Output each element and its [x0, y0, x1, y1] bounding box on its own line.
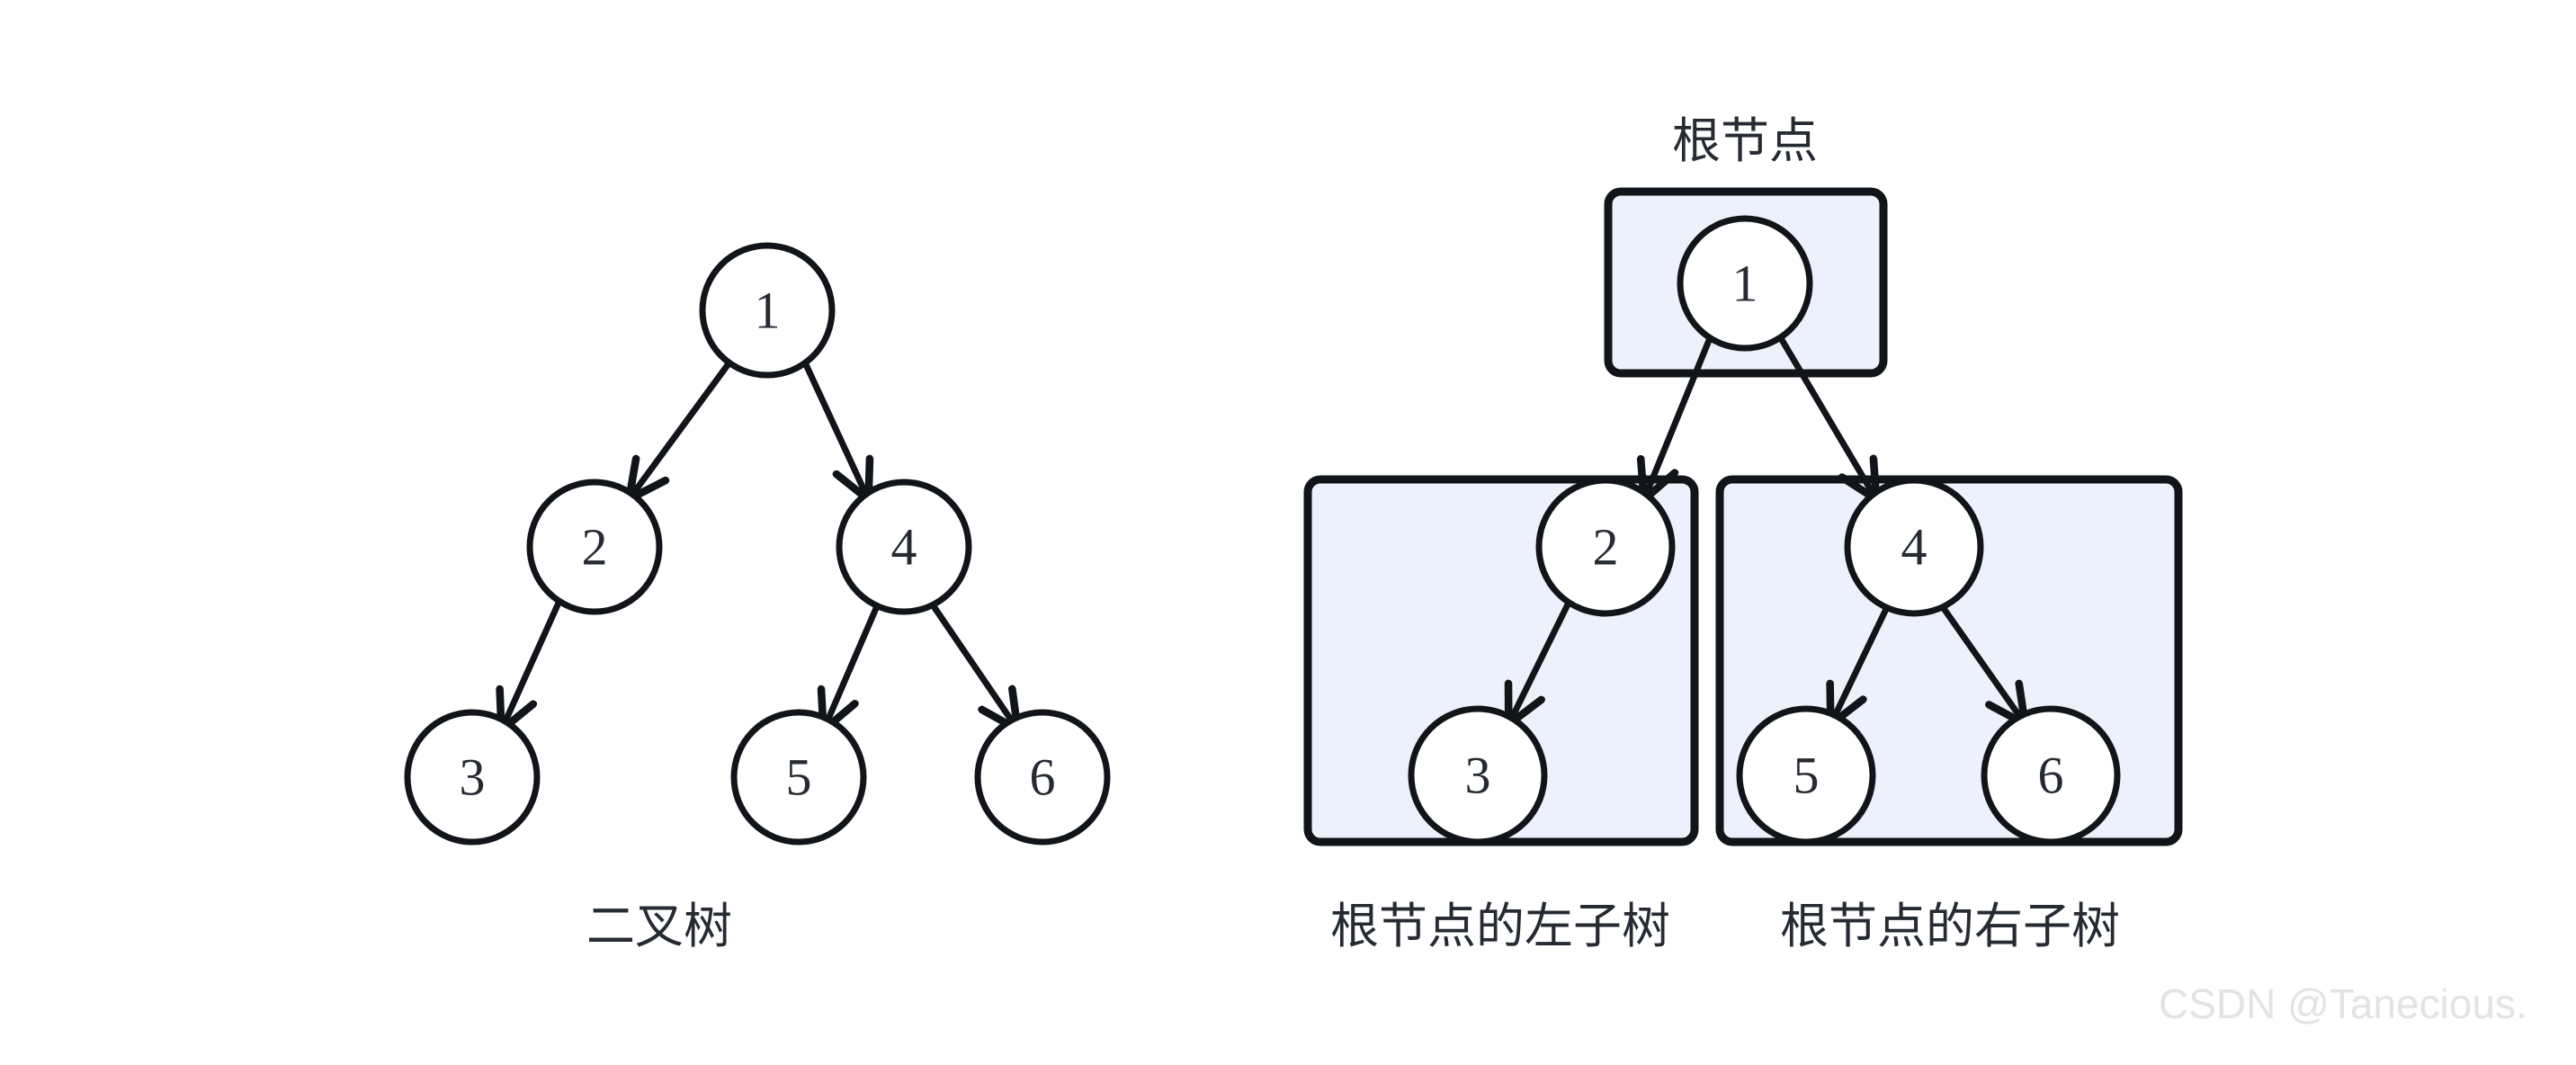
- node-circle[interactable]: [526, 479, 663, 615]
- node-circle[interactable]: [1844, 477, 1984, 617]
- left-tree-node-3[interactable]: 3: [404, 709, 541, 846]
- edge-4-to-5: [1833, 604, 1891, 720]
- left-tree-node-4[interactable]: 4: [836, 479, 972, 615]
- node-label: 6: [2038, 747, 2064, 805]
- node-circle[interactable]: [1981, 705, 2121, 846]
- caption-right-subtree: 根节点的右子树: [1780, 899, 2120, 953]
- csdn-watermark: CSDN @Tanecious.: [2159, 980, 2527, 1027]
- left-tree-node-5[interactable]: 5: [730, 709, 867, 846]
- caption-binary-tree: 二叉树: [586, 899, 732, 953]
- node-label: 1: [1732, 255, 1758, 313]
- node-circle[interactable]: [404, 709, 541, 846]
- left-binary-tree-group: 1 2 4 3 5 6 二叉树: [404, 242, 1111, 953]
- node-circle[interactable]: [1408, 705, 1548, 846]
- edge-1-to-2: [632, 359, 733, 495]
- edge-2-to-3: [504, 597, 563, 725]
- left-tree-node-1[interactable]: 1: [699, 242, 836, 379]
- left-tree-node-6[interactable]: 6: [974, 709, 1111, 846]
- node-circle[interactable]: [730, 709, 867, 846]
- node-label: 5: [786, 748, 812, 807]
- node-label: 4: [891, 518, 917, 577]
- node-label: 3: [460, 748, 486, 807]
- node-label: 2: [582, 518, 608, 577]
- node-label: 3: [1465, 747, 1491, 805]
- right-tree-node-5[interactable]: 5: [1736, 705, 1876, 846]
- node-circle[interactable]: [1535, 477, 1676, 617]
- node-circle[interactable]: [1736, 705, 1876, 846]
- node-circle[interactable]: [1677, 215, 1813, 352]
- right-tree-node-4[interactable]: 4: [1844, 477, 1984, 617]
- right-tree-node-3[interactable]: 3: [1408, 705, 1548, 846]
- left-tree-node-2[interactable]: 2: [526, 479, 663, 615]
- node-label: 4: [1901, 518, 1928, 577]
- label-root-node: 根节点: [1672, 114, 1818, 168]
- right-decomposed-tree-group: 根节点 1 2 4: [1303, 114, 2183, 953]
- node-label: 6: [1030, 748, 1056, 807]
- node-label: 2: [1593, 518, 1619, 577]
- edge-1-to-4: [1777, 335, 1874, 495]
- edge-1-to-2: [1646, 335, 1713, 495]
- node-label: 5: [1793, 747, 1820, 805]
- caption-left-subtree: 根节点的左子树: [1330, 899, 1670, 953]
- edge-1-to-4: [801, 359, 866, 495]
- right-tree-node-2[interactable]: 2: [1535, 477, 1676, 617]
- right-tree-node-6[interactable]: 6: [1981, 705, 2121, 846]
- right-tree-edges: [1511, 335, 2022, 720]
- node-label: 1: [755, 282, 781, 340]
- left-tree-edges: [504, 359, 1015, 725]
- edge-4-to-6: [930, 603, 1015, 725]
- edge-4-to-6: [1939, 604, 2022, 720]
- node-circle[interactable]: [974, 709, 1111, 846]
- edge-4-to-5: [826, 603, 881, 725]
- edge-2-to-3: [1511, 599, 1572, 720]
- node-circle[interactable]: [836, 479, 972, 615]
- node-circle[interactable]: [699, 242, 836, 379]
- right-tree-node-1[interactable]: 1: [1677, 215, 1813, 352]
